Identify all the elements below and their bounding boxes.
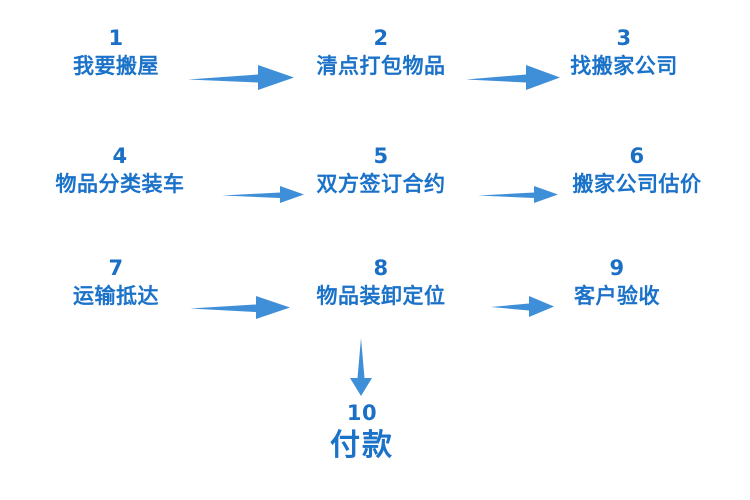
step-1-number: 1 [108, 26, 124, 50]
step-7[interactable]: 7 运输抵达 [73, 255, 159, 311]
arrow-7-to-8-icon [190, 293, 290, 321]
step-7-number: 7 [108, 256, 124, 280]
step-7-label: 运输抵达 [73, 284, 159, 308]
step-3-number: 3 [616, 26, 632, 50]
step-9-number: 9 [609, 256, 625, 280]
step-10-label: 付款 [330, 428, 394, 463]
step-4-label: 物品分类装车 [55, 172, 185, 196]
step-8-number: 8 [373, 256, 389, 280]
step-4[interactable]: 4 物品分类装车 [56, 143, 185, 199]
step-2[interactable]: 2 清点打包物品 [317, 25, 446, 81]
step-2-number: 2 [373, 26, 389, 50]
arrow-8-to-9-icon [491, 293, 554, 319]
step-6-number: 6 [629, 144, 645, 168]
step-10[interactable]: 10 付款 [330, 400, 394, 466]
step-10-number: 10 [346, 401, 378, 425]
step-2-label: 清点打包物品 [316, 54, 446, 78]
step-5-label: 双方签订合约 [316, 172, 446, 196]
step-9-label: 客户验收 [574, 284, 660, 308]
arrow-1-to-2-icon [188, 62, 294, 92]
step-6[interactable]: 6 搬家公司估价 [573, 143, 702, 199]
step-1[interactable]: 1 我要搬屋 [73, 25, 159, 81]
step-8-label: 物品装卸定位 [316, 284, 446, 308]
arrow-4-to-5-icon [222, 183, 304, 205]
step-5[interactable]: 5 双方签订合约 [317, 143, 446, 199]
step-4-number: 4 [112, 144, 128, 168]
arrow-5-to-6-icon [478, 183, 558, 205]
arrow-2-to-3-icon [466, 62, 560, 92]
step-9[interactable]: 9 客户验收 [574, 255, 660, 311]
step-1-label: 我要搬屋 [73, 54, 159, 78]
step-5-number: 5 [373, 144, 389, 168]
step-3[interactable]: 3 找搬家公司 [570, 25, 678, 81]
step-3-label: 找搬家公司 [570, 54, 678, 78]
arrow-8-to-10-icon [346, 338, 376, 396]
step-6-label: 搬家公司估价 [572, 172, 702, 196]
step-8[interactable]: 8 物品装卸定位 [317, 255, 446, 311]
